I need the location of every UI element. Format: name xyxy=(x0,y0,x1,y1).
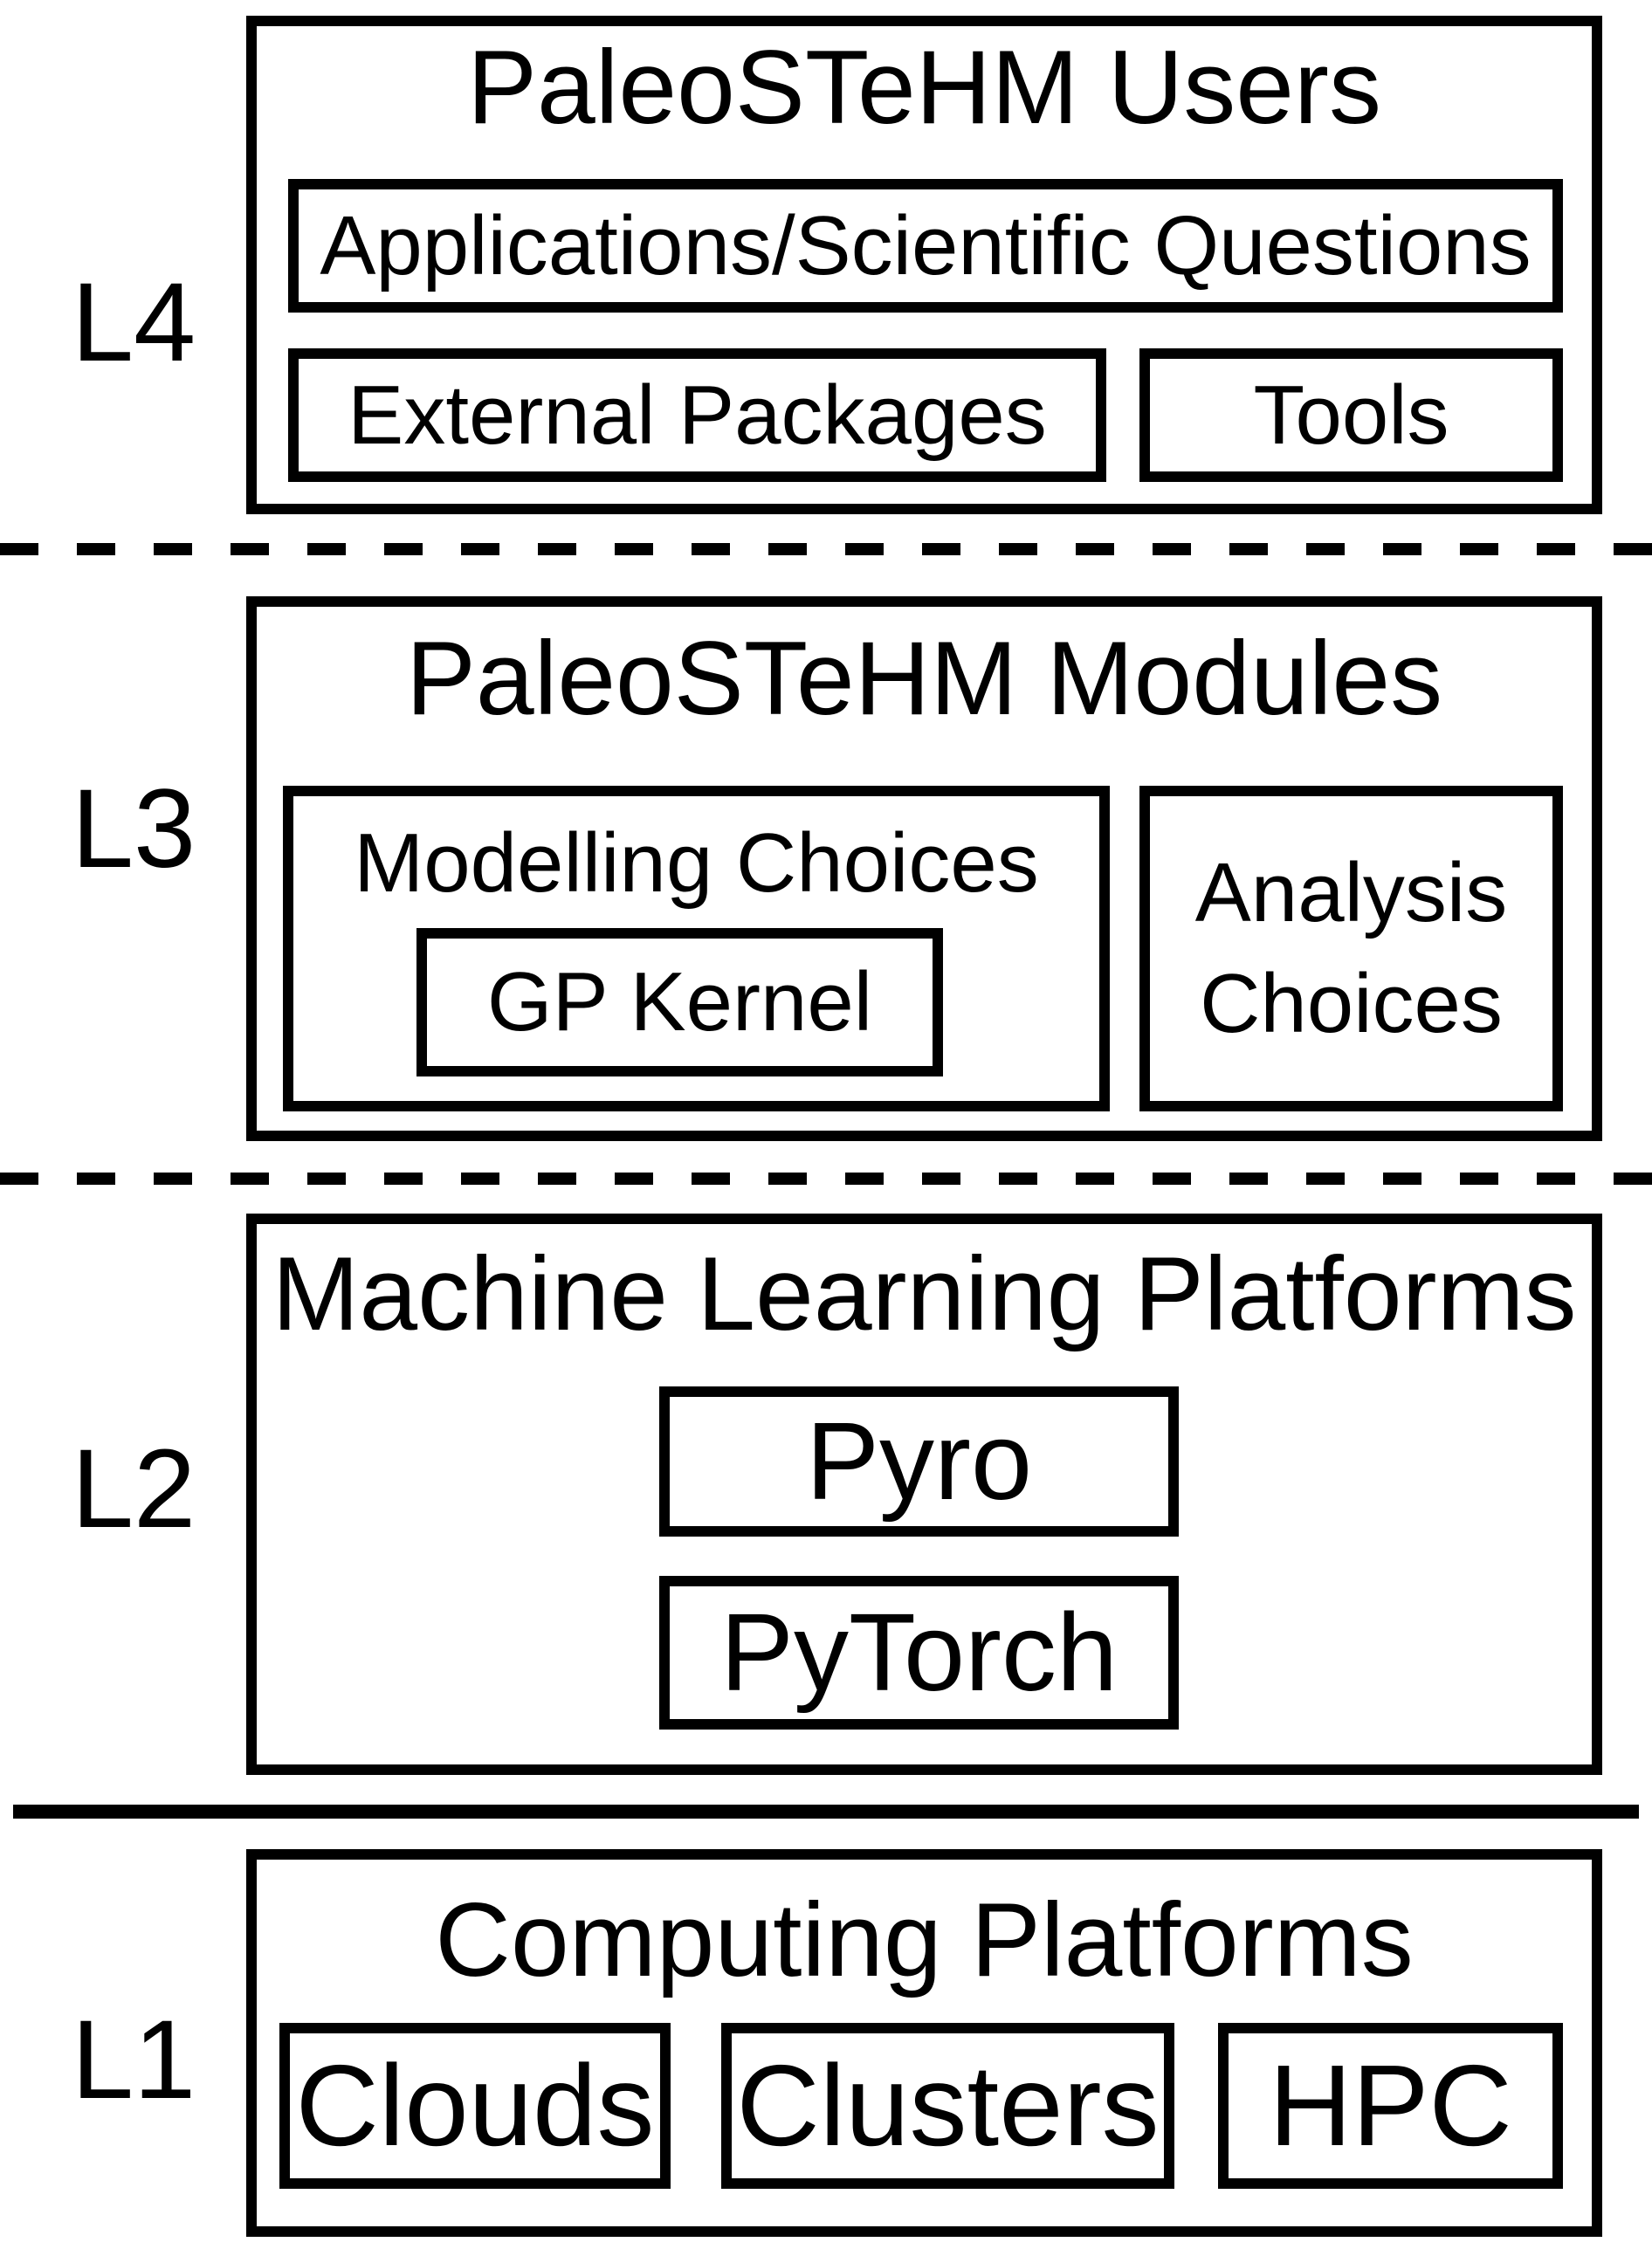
external-packages-label: External Packages xyxy=(348,368,1047,462)
dashed-separator-middle xyxy=(0,1173,1652,1185)
modelling-choices-label: Modelling Choices xyxy=(354,816,1039,910)
hpc-box: HPC xyxy=(1218,2023,1563,2189)
dashed-separator-top xyxy=(0,543,1652,555)
l4-users-box: PaleoSTeHM Users Applications/Scientific… xyxy=(246,16,1602,514)
clusters-box: Clusters xyxy=(721,2023,1174,2189)
pytorch-label: PyTorch xyxy=(719,1591,1119,1714)
l1-computing-platforms-box: Computing Platforms Clouds Clusters HPC xyxy=(246,1849,1602,2237)
level-marker-l2: L2 xyxy=(71,1427,196,1551)
pyro-box: Pyro xyxy=(659,1386,1179,1537)
pytorch-box: PyTorch xyxy=(659,1576,1179,1730)
l3-title: PaleoSTeHM Modules xyxy=(405,620,1443,737)
hpc-label: HPC xyxy=(1269,2041,1512,2170)
external-packages-box: External Packages xyxy=(288,348,1106,482)
applications-label: Applications/Scientific Questions xyxy=(320,198,1532,292)
clusters-label: Clusters xyxy=(736,2041,1160,2170)
l1-title: Computing Platforms xyxy=(435,1881,1414,1998)
analysis-choices-label: Analysis Choices xyxy=(1194,845,1508,1050)
level-marker-l4: L4 xyxy=(71,260,196,385)
analysis-choices-box: Analysis Choices xyxy=(1139,786,1563,1111)
l4-title: PaleoSTeHM Users xyxy=(466,29,1381,146)
gp-kernel-label: GP Kernel xyxy=(486,955,873,1049)
l2-title: Machine Learning Platforms xyxy=(272,1235,1577,1352)
modelling-choices-box: Modelling Choices GP Kernel xyxy=(283,786,1110,1111)
pyro-label: Pyro xyxy=(805,1400,1033,1523)
clouds-box: Clouds xyxy=(279,2023,671,2189)
applications-box: Applications/Scientific Questions xyxy=(288,179,1563,313)
tools-box: Tools xyxy=(1139,348,1563,482)
level-marker-l1: L1 xyxy=(71,1998,196,2122)
tools-label: Tools xyxy=(1253,368,1449,462)
level-marker-l3: L3 xyxy=(71,767,196,891)
gp-kernel-box: GP Kernel xyxy=(416,928,943,1076)
l3-modules-box: PaleoSTeHM Modules Modelling Choices GP … xyxy=(246,596,1602,1141)
solid-separator xyxy=(13,1805,1639,1819)
l2-ml-platforms-box: Machine Learning Platforms Pyro PyTorch xyxy=(246,1214,1602,1775)
clouds-label: Clouds xyxy=(295,2041,655,2170)
